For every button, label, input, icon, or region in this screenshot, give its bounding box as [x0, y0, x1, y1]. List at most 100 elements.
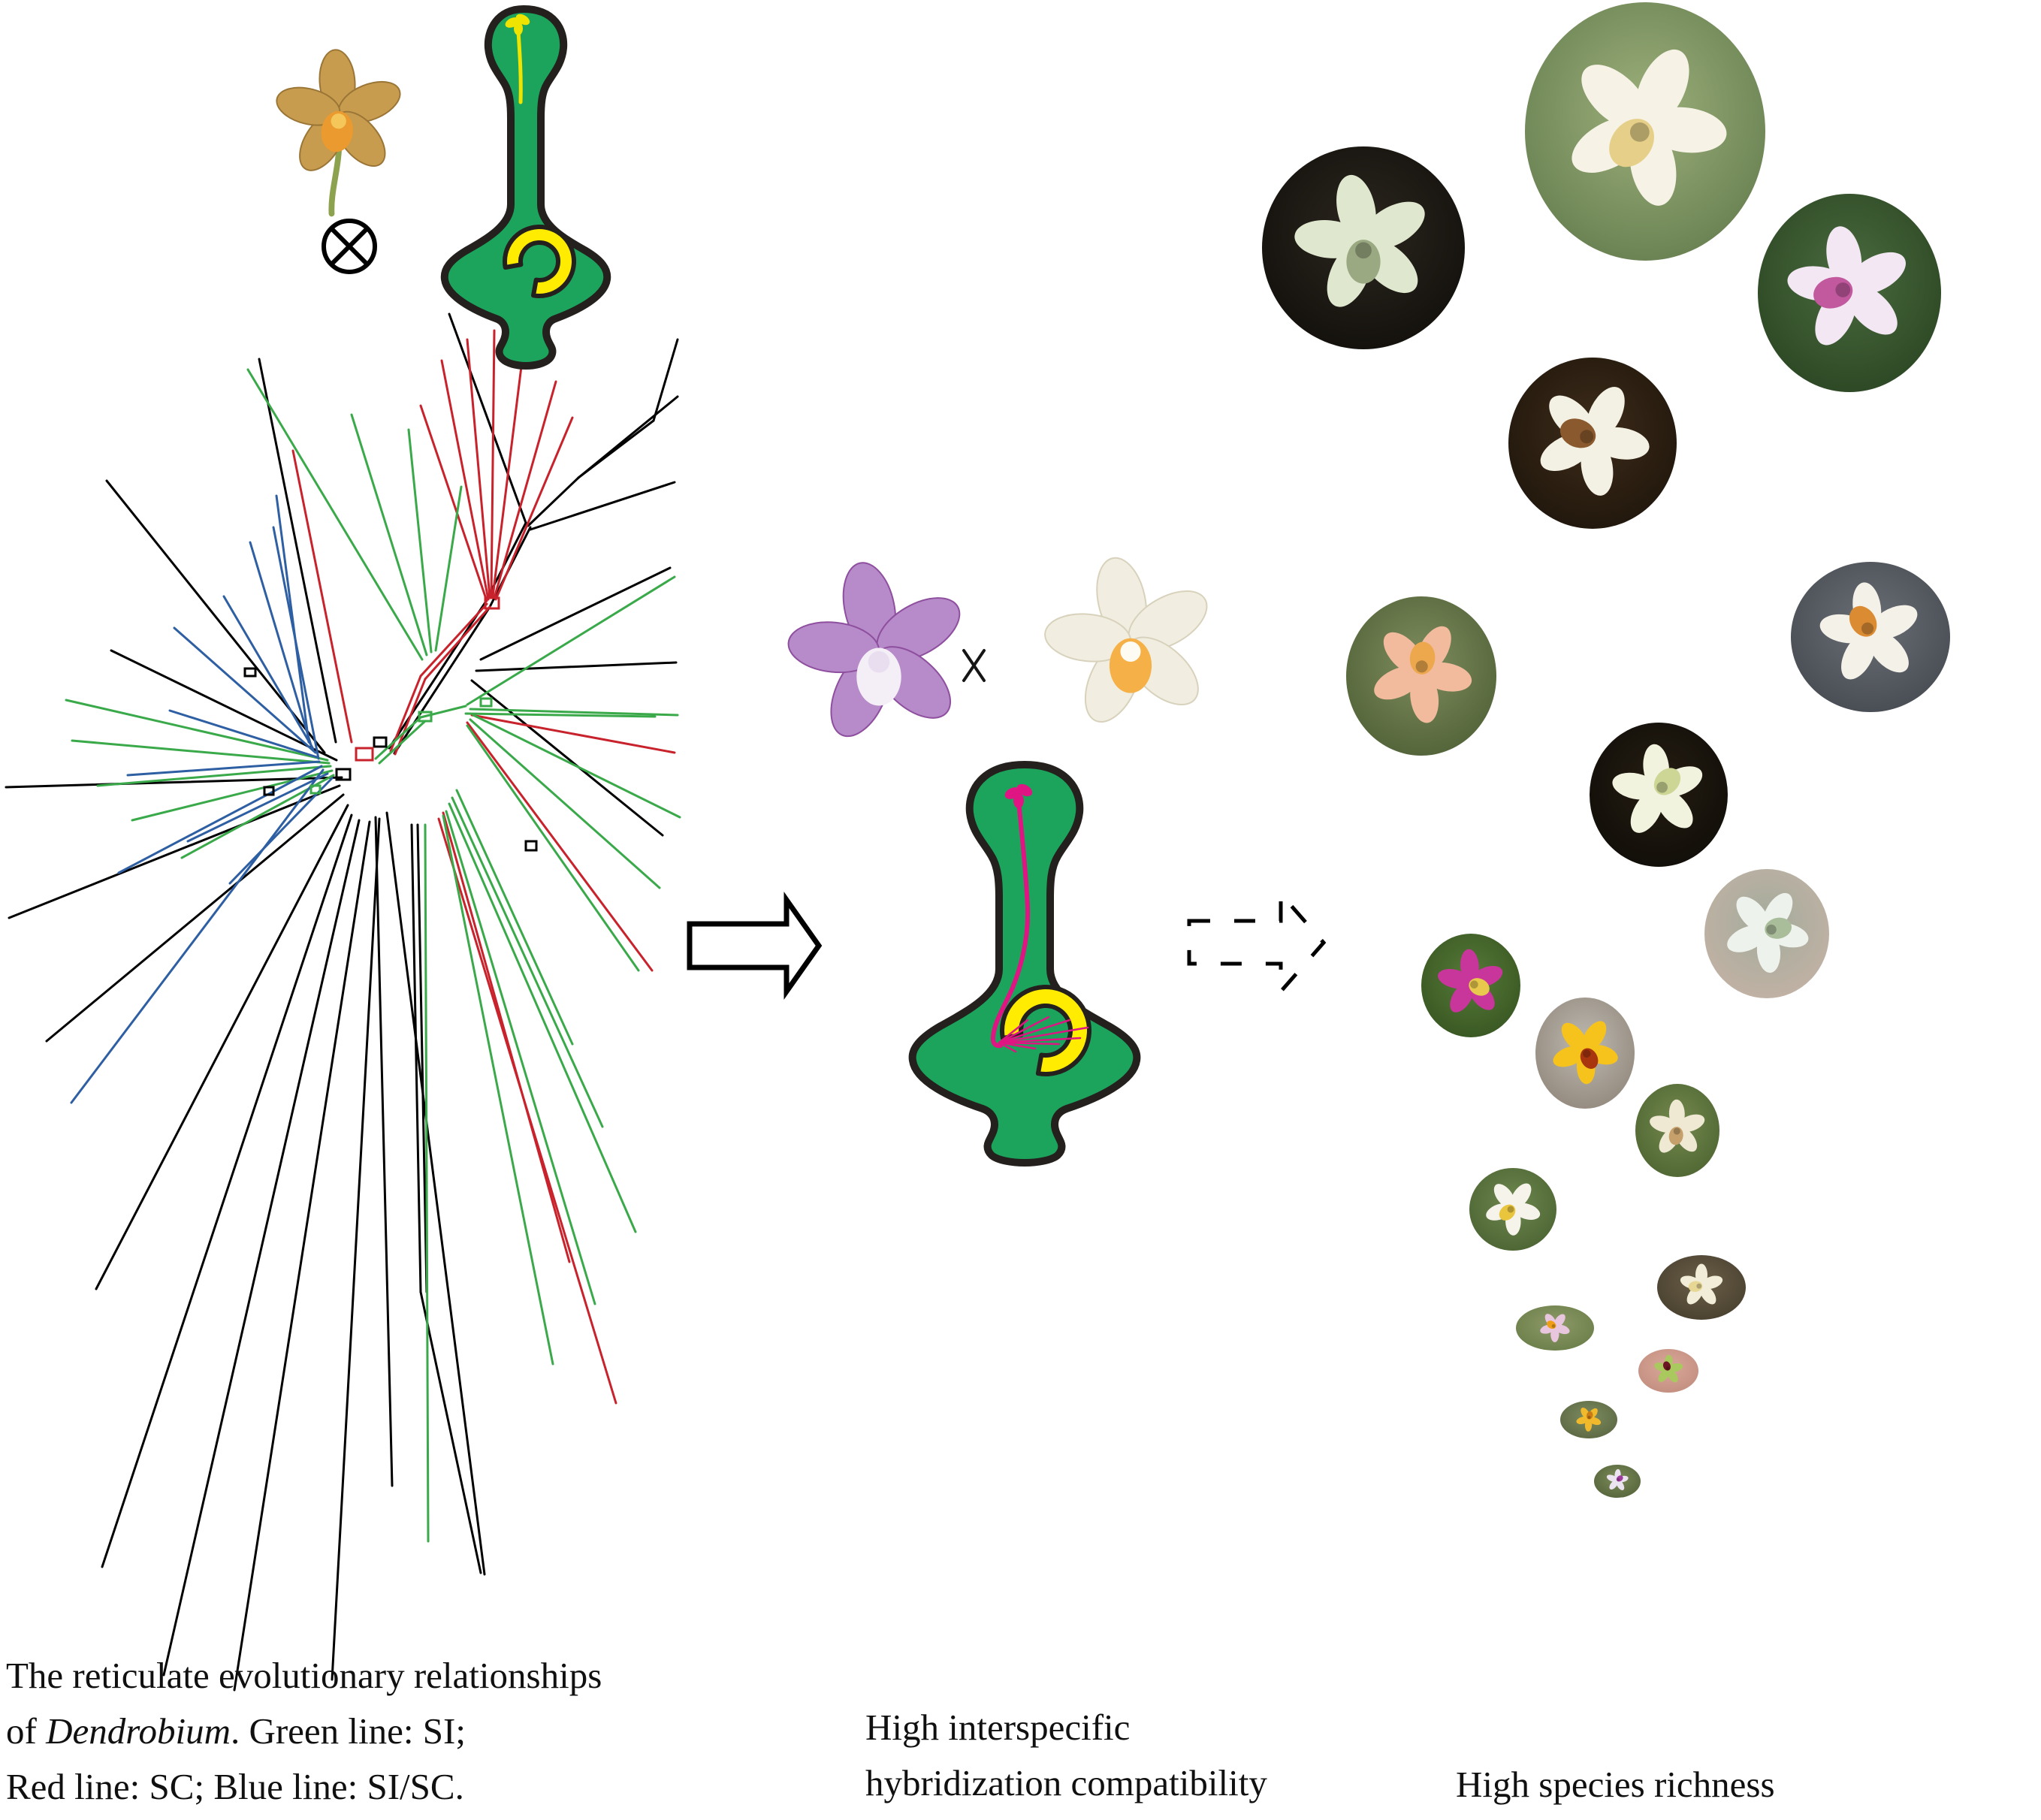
branch-line-g: [455, 789, 574, 1046]
branch-line-k: [45, 793, 345, 1043]
white-orchid-photo: [1044, 557, 1208, 723]
flower-petal: [1553, 1046, 1586, 1067]
reticulation-node: [309, 784, 322, 795]
flower-throat: [1861, 622, 1874, 635]
flower-throat: [1470, 980, 1478, 989]
flower-petal: [1756, 930, 1781, 973]
branch-line-g: [350, 413, 428, 656]
flower-lip: [1580, 1048, 1599, 1069]
reticulation-node: [484, 596, 500, 610]
flower-lip: [1765, 917, 1792, 939]
flower-lip: [1109, 638, 1152, 693]
flower-petal: [1668, 1363, 1683, 1372]
flower-lip: [1499, 1204, 1516, 1221]
branch-line-b: [249, 541, 312, 747]
branch-line-k: [470, 679, 664, 837]
branch-line-k: [233, 820, 371, 1692]
branch-line-g: [71, 739, 331, 765]
si-pistil-diagram: [440, 5, 611, 370]
flower-petal: [1421, 662, 1472, 692]
flower-petal: [1826, 226, 1862, 288]
branch-line-g: [466, 724, 640, 972]
richness-caption: High species richness: [1456, 1764, 1775, 1805]
flower-petal: [1511, 1183, 1532, 1209]
branch-line-k: [419, 1290, 482, 1574]
species-photo-16: [1560, 1401, 1617, 1438]
branch-line-r: [419, 602, 488, 678]
si-pollen-grain: [505, 14, 530, 35]
branch-line-b: [126, 760, 321, 777]
flower-throat: [1665, 1366, 1670, 1370]
branch-line-b: [186, 772, 329, 843]
flower-petal: [1616, 1480, 1625, 1490]
compatible-pistil-outline: [908, 761, 1141, 1167]
pollen-tube-branches: [998, 1016, 1089, 1053]
branch-line-k: [101, 813, 353, 1568]
branch-line-k: [5, 776, 343, 789]
hybridization-group: [787, 557, 1208, 1167]
caption-text: . Green line: SI;: [231, 1710, 466, 1752]
branch-line-k: [410, 823, 422, 1293]
flower-lip: [1813, 276, 1853, 309]
branch-line-b: [272, 526, 320, 760]
flower-lip: [1688, 1281, 1703, 1292]
branch-line-g: [419, 705, 467, 719]
captions: The reticulate evolutionary relationship…: [6, 1655, 1775, 1807]
branch-line-r: [466, 721, 654, 972]
branch-line-k: [331, 817, 381, 1681]
branch-line-r: [490, 329, 496, 598]
flower-petal: [1848, 252, 1906, 294]
flower-lip: [1653, 768, 1681, 795]
flower-lip: [1559, 418, 1596, 448]
reticulation-node: [355, 747, 374, 762]
species-photo-5: [1791, 562, 1950, 712]
species-photo-11: [1635, 1084, 1719, 1177]
photo-flower: [1654, 1354, 1683, 1383]
compatible-pollen-tube: [990, 798, 1031, 1049]
flower-lip: [1849, 605, 1877, 637]
branch-line-r: [419, 404, 488, 602]
photo-flower: [1374, 626, 1472, 723]
flower-petal: [1656, 789, 1693, 829]
flower-petal: [1736, 896, 1770, 932]
branch-line-g: [469, 708, 679, 717]
flower-throat: [1355, 242, 1372, 259]
photo-flower: [1727, 892, 1809, 973]
network-caption-line3: Red line: SC; Blue line: SI/SC.: [6, 1766, 464, 1807]
flower-lip: [1547, 1320, 1556, 1330]
flower-petal: [1582, 1021, 1607, 1052]
branch-line-k: [110, 649, 338, 762]
species-photo-2: [1525, 2, 1765, 261]
flower-throat: [1617, 1478, 1620, 1481]
flower-throat: [1507, 1206, 1514, 1213]
flower-petal: [1561, 1022, 1587, 1052]
reticulation-node: [263, 786, 275, 796]
branch-line-g: [246, 368, 424, 661]
species-photo-3: [1758, 194, 1941, 392]
flower-petal: [1553, 1314, 1565, 1328]
branch-line-r: [494, 416, 574, 601]
purple-orchid-photo: [787, 562, 961, 738]
species-photo-17: [1594, 1465, 1641, 1498]
species-photo-13: [1657, 1255, 1746, 1320]
phylogenetic-network: [5, 312, 681, 1692]
photo-flower: [1650, 1099, 1705, 1153]
branch-line-r: [491, 353, 524, 598]
branch-line-k: [416, 823, 428, 1293]
photo-flower: [1540, 386, 1650, 496]
flower-throat: [868, 650, 890, 673]
photo-flower: [1819, 582, 1918, 680]
branch-line-r: [493, 380, 557, 599]
branch-line-b: [70, 768, 325, 1104]
flower-petal: [1695, 1263, 1707, 1286]
branch-line-g: [407, 428, 433, 653]
species-photo-15: [1638, 1349, 1698, 1393]
flower-petal: [1586, 386, 1625, 440]
branch-line-g: [378, 720, 427, 765]
flower-throat: [1580, 430, 1594, 444]
golden-orchid-photo: [276, 49, 401, 217]
golden-orchid-parent-flower: [276, 49, 401, 217]
flower-throat: [1120, 641, 1141, 662]
flower-petal: [1374, 666, 1422, 700]
compatible-ovule-curl: [1000, 985, 1091, 1076]
